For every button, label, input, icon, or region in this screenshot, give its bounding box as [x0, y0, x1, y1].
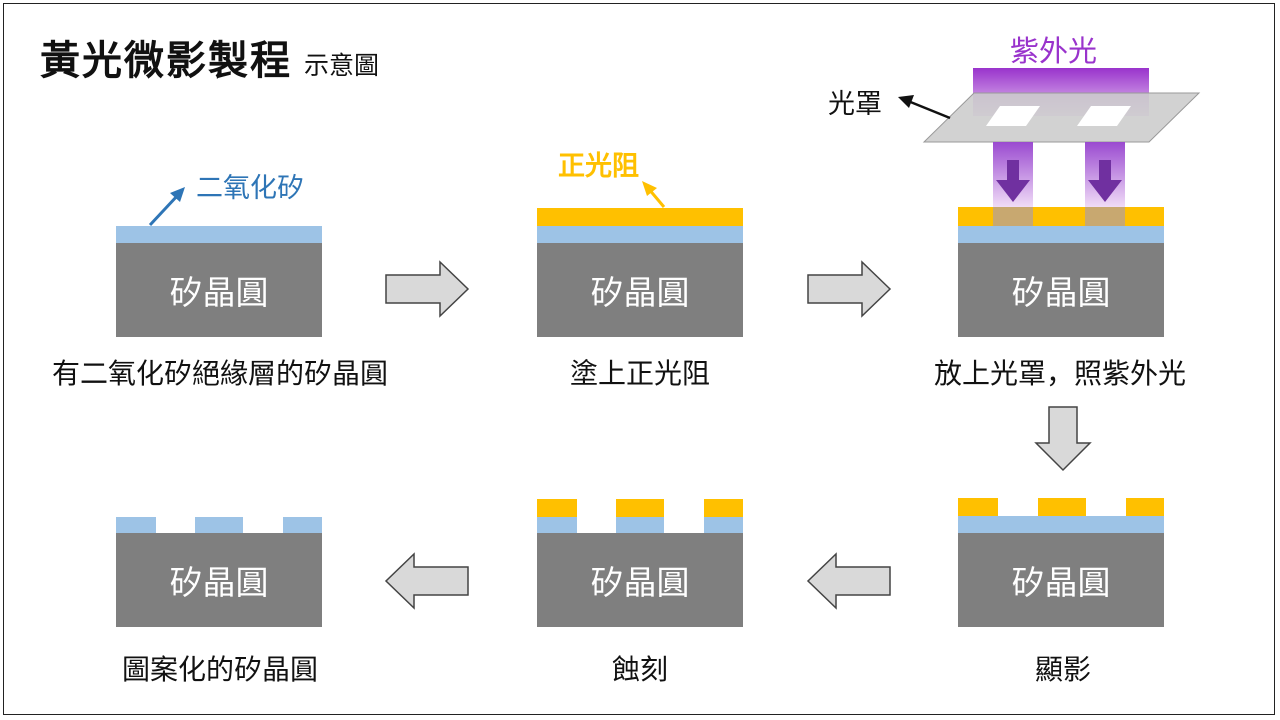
title-sub: 示意圖 — [304, 51, 380, 80]
step4-wafer: 矽晶圓 — [958, 533, 1164, 627]
uv-arrow-left-icon — [996, 160, 1030, 202]
slide-title: 黃光微影製程示意圖 — [40, 28, 379, 86]
step5-photoresist-left — [537, 499, 577, 517]
step3-exposed-region-right — [1085, 207, 1125, 226]
step6-oxide-mid — [195, 517, 243, 534]
step6-wafer: 矽晶圓 — [116, 533, 322, 627]
step5-wafer: 矽晶圓 — [537, 533, 743, 627]
step6-oxide-right — [283, 517, 322, 534]
step6-caption: 圖案化的矽晶圓 — [121, 653, 318, 686]
flow-arrow-left-2 — [384, 552, 469, 610]
step5-oxide-left — [537, 517, 577, 534]
photomask-plate — [922, 92, 1201, 143]
oxide-label: 二氧化矽 — [196, 173, 304, 204]
mask-label: 光罩 — [828, 89, 882, 120]
photoresist-pointer-arrow — [642, 181, 666, 208]
step1-wafer: 矽晶圓 — [116, 243, 322, 337]
step3-oxide-layer — [958, 226, 1164, 244]
step4-oxide-layer — [958, 516, 1164, 534]
step1-oxide-layer — [116, 226, 322, 244]
step5-photoresist-right — [704, 499, 743, 517]
step1-caption: 有二氧化矽絕緣層的矽晶圓 — [51, 357, 388, 390]
flow-arrow-left-1 — [806, 552, 891, 610]
step2-wafer: 矽晶圓 — [537, 243, 743, 337]
flow-arrow-right-1 — [385, 260, 470, 318]
uv-arrow-right-icon — [1088, 160, 1122, 202]
step5-caption: 蝕刻 — [611, 653, 668, 686]
mask-opening-right — [1077, 106, 1131, 126]
title-main: 黃光微影製程 — [40, 38, 292, 84]
step3-wafer: 矽晶圓 — [958, 243, 1164, 337]
step2-caption: 塗上正光阻 — [569, 357, 710, 390]
step5-photoresist-mid — [616, 499, 664, 517]
step4-photoresist-left — [958, 498, 998, 516]
step4-caption: 顯影 — [1034, 653, 1091, 686]
mask-pointer-arrow — [898, 95, 951, 120]
flow-arrow-down — [1034, 406, 1092, 472]
step6-oxide-left — [116, 517, 156, 534]
slide-frame — [3, 3, 1275, 715]
mask-opening-left — [986, 106, 1040, 126]
photoresist-label: 正光阻 — [558, 151, 639, 182]
step5-oxide-mid — [616, 517, 664, 534]
step2-photoresist-layer — [537, 208, 743, 226]
step4-photoresist-mid — [1038, 498, 1086, 516]
oxide-pointer-arrow — [148, 187, 185, 227]
step5-oxide-right — [704, 517, 743, 534]
step4-photoresist-right — [1126, 498, 1164, 516]
flow-arrow-right-2 — [807, 260, 892, 318]
uv-label: 紫外光 — [1010, 34, 1098, 68]
step3-exposed-region-left — [993, 207, 1033, 226]
step2-oxide-layer — [537, 226, 743, 244]
step3-caption: 放上光罩，照紫外光 — [933, 357, 1186, 390]
